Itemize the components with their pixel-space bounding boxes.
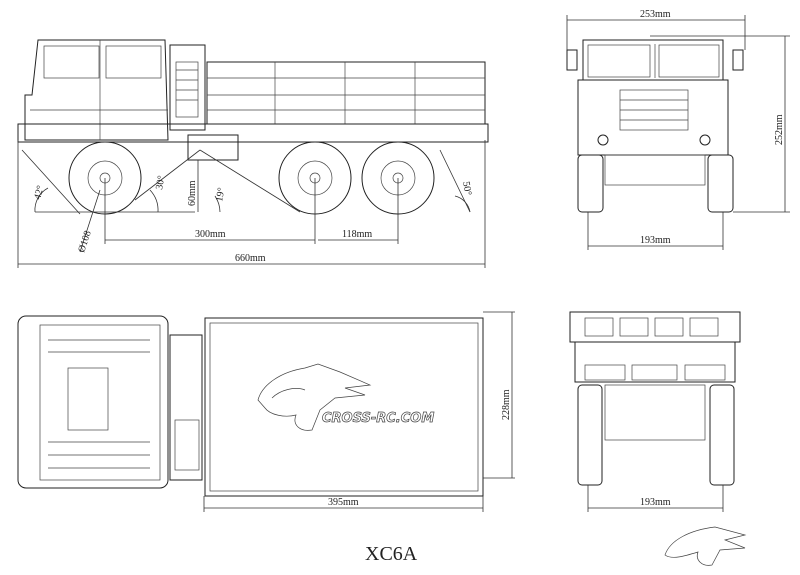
mirror	[566, 49, 578, 71]
engine-block	[169, 44, 206, 131]
engine-cover	[169, 334, 203, 481]
front-height-label: 252mm	[774, 114, 785, 145]
front-width-label: 253mm	[640, 9, 671, 20]
wheelbase-label: 300mm	[195, 229, 226, 240]
bed-length-label: 395mm	[328, 497, 359, 508]
cab-window	[105, 45, 162, 79]
tiger-logo: CROSS-RC.COM	[257, 363, 435, 431]
fuel-tank	[187, 134, 239, 161]
cargo-bed	[206, 61, 486, 125]
front-track-label: 193mm	[640, 235, 671, 246]
wheel-diameter-label: Ø108	[76, 229, 93, 254]
cab-window	[43, 45, 100, 79]
cargo-bed-top	[204, 317, 484, 497]
approach-angle-label: 42°	[32, 184, 46, 200]
cab-roof	[17, 315, 169, 489]
breakover-rear-label: 19°	[214, 187, 227, 203]
headlight	[597, 134, 609, 146]
model-title: XC6A	[365, 543, 418, 565]
windshield	[582, 39, 724, 81]
front-view: 253mm 252mm 193mm	[566, 9, 790, 250]
breakover-front-label: 30°	[154, 175, 167, 191]
rear-view: 193mm	[569, 311, 741, 512]
roof-hatch	[67, 367, 109, 431]
rear-right-tire	[709, 384, 735, 486]
axle-spacing-label: 118mm	[342, 229, 372, 240]
axle-assembly	[604, 384, 706, 441]
side-view: 42° 30° 60mm 19° 50° Ø108 300mm 118mm 66…	[17, 39, 489, 268]
overall-length-label: 660mm	[235, 253, 266, 264]
departure-angle-label: 50°	[460, 181, 473, 197]
rear-left-tire	[577, 384, 603, 486]
brand-text: CROSS-RC.COM	[322, 411, 434, 426]
top-view: 228mm 395mm CROSS-RC.COM	[17, 311, 515, 512]
headlight	[699, 134, 711, 146]
rear-track-label: 193mm	[640, 497, 671, 508]
chassis	[17, 123, 489, 143]
front-right-tire	[707, 154, 734, 213]
ground-clearance-label: 60mm	[187, 180, 198, 206]
bed-width-label: 228mm	[501, 389, 512, 420]
front-left-tire	[577, 154, 604, 213]
rear-bed	[574, 341, 736, 383]
corner-logo	[664, 526, 747, 566]
mirror	[732, 49, 744, 71]
cab-outline	[24, 39, 169, 141]
